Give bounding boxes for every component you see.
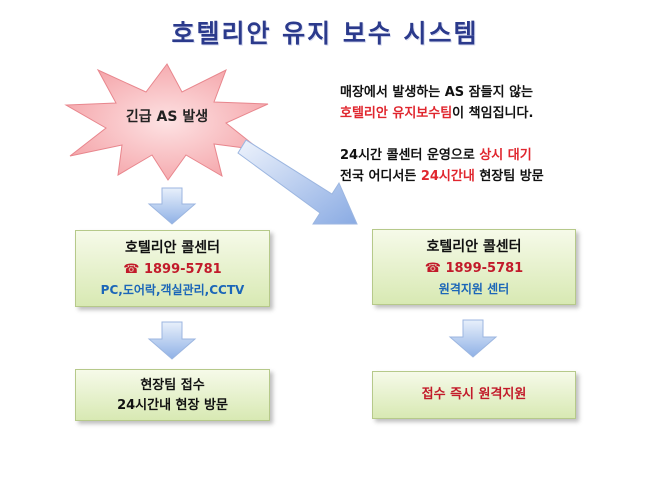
page-title: 호텔리안 유지 보수 시스템 — [171, 19, 479, 48]
desc-line-1: 매장에서 발생하는 AS 잠들지 않는 — [340, 85, 534, 100]
desc-line-2-rest: 이 책임집니다. — [452, 106, 534, 121]
desc-line-4-plain: 전국 어디서든 — [340, 169, 421, 184]
remote-support-center: 원격지원 센터 — [438, 282, 510, 296]
desc-standby-highlight: 상시 대기 — [479, 148, 532, 163]
arrow-diagonal — [237, 139, 358, 225]
call-center-title: 호텔리안 콜센터 — [124, 240, 221, 256]
field-visit-line-2: 24시간내 현장 방문 — [117, 398, 228, 413]
remote-support-label: 접수 즉시 원격지원 — [421, 387, 527, 402]
call-center-phone: ☎ 1899-5781 — [424, 261, 524, 276]
arrow-down-2 — [147, 321, 197, 360]
description-text: 매장에서 발생하는 AS 잠들지 않는 호텔리안 유지보수팀이 책임집니다. 2… — [340, 82, 640, 187]
arrow-down-3 — [448, 319, 498, 358]
desc-team-highlight: 호텔리안 유지보수팀 — [340, 106, 453, 121]
call-center-box-left: 호텔리안 콜센터 ☎ 1899-5781 PC,도어락,객실관리,CCTV — [75, 230, 270, 307]
desc-line-4-rest: 현장팀 방문 — [474, 169, 544, 184]
call-center-services: PC,도어락,객실관리,CCTV — [100, 283, 245, 297]
call-center-box-right: 호텔리안 콜센터 ☎ 1899-5781 원격지원 센터 — [372, 229, 576, 305]
arrow-down-1 — [147, 187, 197, 225]
call-center-title: 호텔리안 콜센터 — [426, 239, 522, 255]
remote-support-box: 접수 즉시 원격지원 — [372, 371, 576, 419]
desc-line-3: 24시간 콜센터 운영으로 상시 대기 — [340, 145, 640, 166]
desc-24h-highlight: 24시간내 — [420, 169, 475, 184]
desc-line-2: 호텔리안 유지보수팀이 책임집니다. — [340, 103, 640, 124]
emergency-burst-shape — [64, 63, 269, 181]
call-center-phone: ☎ 1899-5781 — [123, 262, 222, 277]
emergency-label: 긴급 AS 발생 — [125, 109, 209, 125]
field-visit-line-1: 현장팀 접수 — [140, 378, 205, 393]
desc-line-3-plain: 24시간 콜센터 운영으로 — [340, 148, 480, 163]
desc-line-4: 전국 어디서든 24시간내 현장팀 방문 — [340, 166, 640, 187]
field-visit-box: 현장팀 접수 24시간내 현장 방문 — [75, 369, 270, 421]
